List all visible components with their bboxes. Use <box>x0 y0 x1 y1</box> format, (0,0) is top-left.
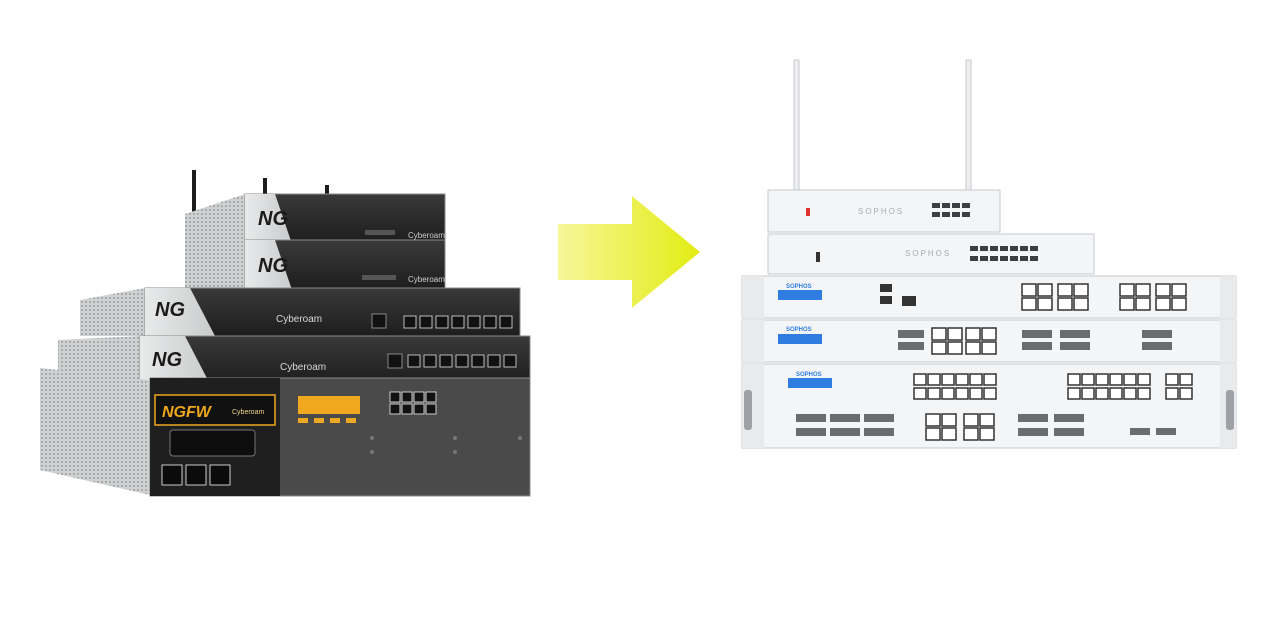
arrow-right-icon <box>558 196 700 308</box>
logo-text: NG <box>152 349 182 371</box>
antenna <box>325 185 329 199</box>
legacy-unit-5: NGFW Cyberoam <box>40 368 531 497</box>
brand-text: SOPHOS <box>905 249 951 258</box>
antenna <box>793 59 800 193</box>
brand-text: Cyberoam <box>408 231 445 240</box>
antenna <box>192 170 196 212</box>
antenna <box>263 178 267 196</box>
brand-text: Cyberoam <box>280 362 326 373</box>
brand-text: SOPHOS <box>786 284 812 290</box>
new-unit-1: SOPHOS <box>767 189 1001 233</box>
brand-text: Cyberoam <box>276 314 322 325</box>
legacy-unit-3: NG Cyberoam <box>80 287 521 337</box>
legacy-unit-1: NG Cyberoam <box>185 193 446 246</box>
new-appliance-stack: SOPHOS SOPHOS SOPHOS <box>741 59 1237 449</box>
logo-text: NGFW <box>162 404 213 421</box>
legacy-unit-4: NG Cyberoam <box>58 335 531 385</box>
legacy-unit-2: NG Cyberoam <box>185 239 446 291</box>
brand-text: SOPHOS <box>786 327 812 333</box>
logo-text: NG <box>155 299 185 321</box>
logo-text: NG <box>258 208 288 230</box>
antenna <box>965 59 972 193</box>
logo-text: NG <box>258 255 288 277</box>
legacy-appliance-stack: NG Cyberoam NG Cyberoam NG Cyberoam <box>40 170 531 497</box>
new-unit-5: SOPHOS <box>741 363 1237 449</box>
brand-text: SOPHOS <box>858 207 904 216</box>
new-unit-3: SOPHOS <box>741 275 1237 319</box>
new-unit-2: SOPHOS <box>767 233 1095 275</box>
brand-text: SOPHOS <box>796 372 822 378</box>
brand-text: Cyberoam <box>408 275 445 284</box>
brand-text: Cyberoam <box>232 409 264 416</box>
new-unit-4: SOPHOS <box>741 319 1237 363</box>
